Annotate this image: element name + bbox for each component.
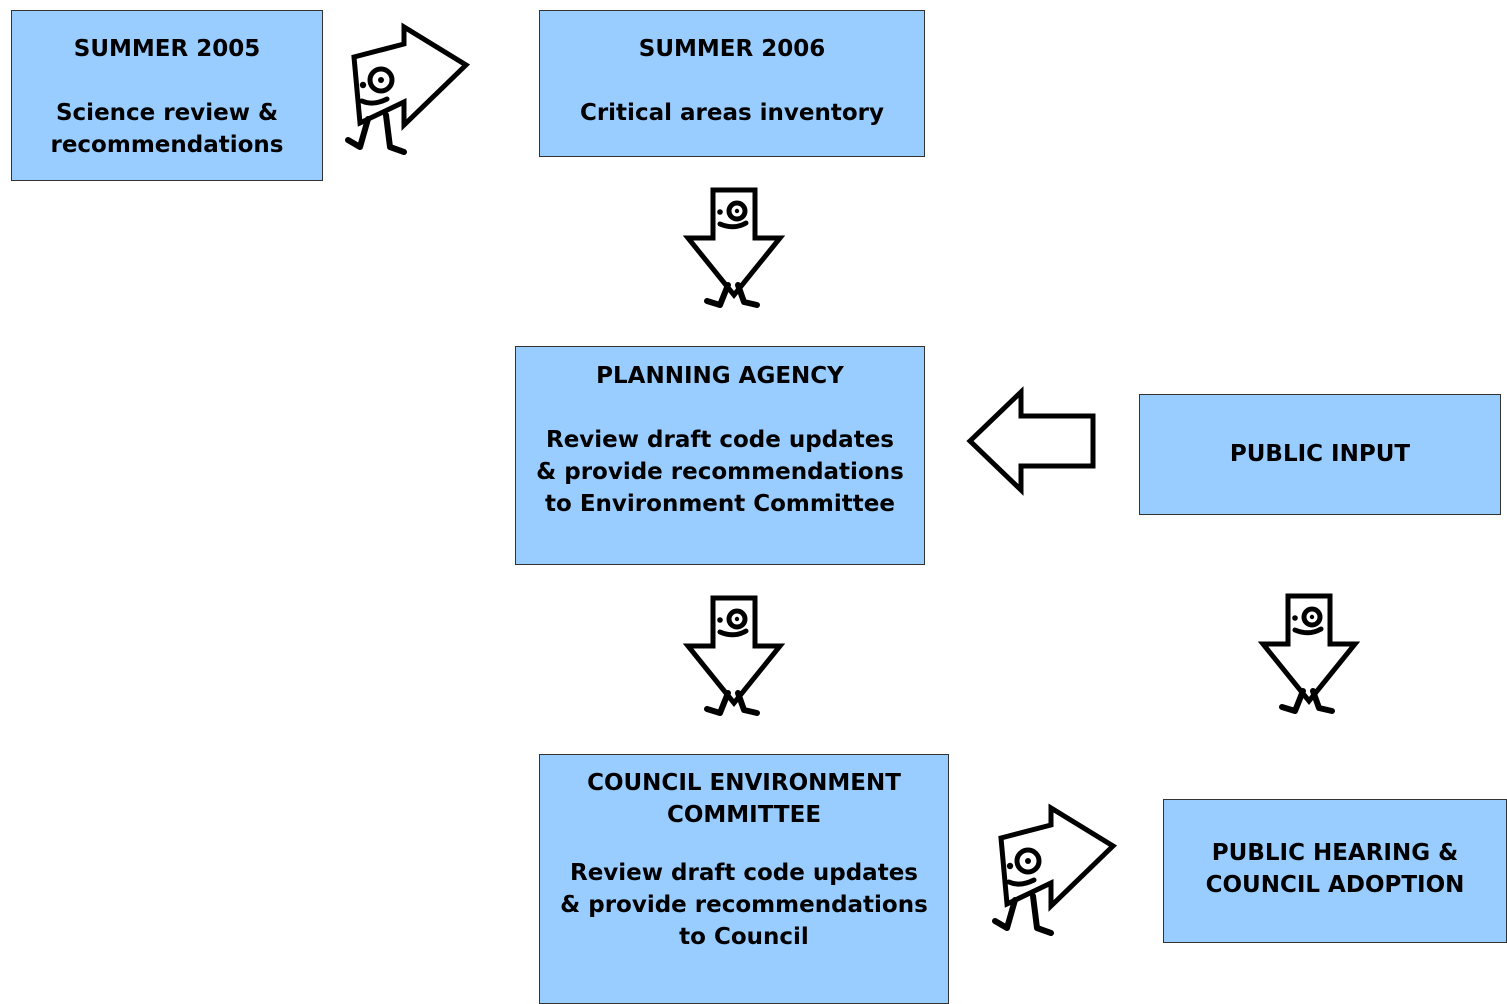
box-public-hearing: PUBLIC HEARING & COUNCIL ADOPTION (1163, 799, 1507, 943)
box-council-environment-committee: COUNCIL ENVIRONMENT COMMITTEE Review dra… (539, 754, 949, 1004)
box-summer-2005-title: SUMMER 2005 (73, 36, 261, 62)
box-public-input-title: PUBLIC INPUT (1229, 441, 1411, 467)
walking-arrow-down-icon (1255, 594, 1365, 724)
box-public-input: PUBLIC INPUT (1139, 394, 1501, 515)
box-summer-2005: SUMMER 2005 Science review & recommendat… (11, 10, 323, 181)
box-public-hearing-title: PUBLIC HEARING & COUNCIL ADOPTION (1205, 840, 1465, 898)
box-planning-agency: PLANNING AGENCY Review draft code update… (515, 346, 925, 565)
walking-arrow-right-icon (343, 24, 488, 154)
walking-arrow-right-icon (990, 805, 1135, 935)
walking-arrow-down-icon (680, 188, 790, 318)
box-summer-2006-desc: Critical areas inventory (579, 100, 885, 126)
box-council-committee-desc: Review draft code updates & provide reco… (560, 860, 928, 950)
box-summer-2006: SUMMER 2006 Critical areas inventory (539, 10, 925, 157)
box-council-committee-title: COUNCIL ENVIRONMENT COMMITTEE (587, 770, 901, 828)
box-planning-agency-title: PLANNING AGENCY (596, 363, 844, 389)
box-planning-agency-desc: Review draft code updates & provide reco… (536, 427, 904, 517)
box-summer-2005-desc: Science review & recommendations (50, 100, 284, 158)
walking-arrow-down-icon (680, 596, 790, 726)
hollow-arrow-left-icon (966, 386, 1096, 496)
box-summer-2006-title: SUMMER 2006 (638, 36, 826, 62)
